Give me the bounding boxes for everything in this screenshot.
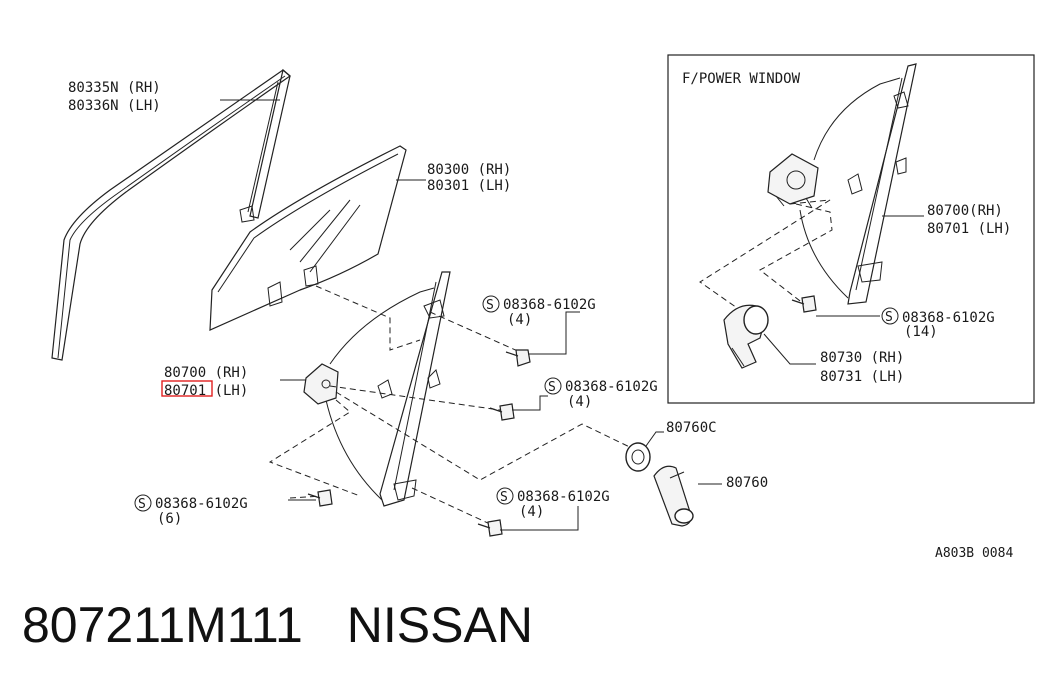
- screw-symbol-c: S: [134, 494, 152, 512]
- svg-text:S: S: [885, 310, 893, 325]
- bolt-c: [288, 489, 333, 507]
- escutcheon-label: 80760C: [666, 420, 717, 436]
- door-sash-drawing: [51, 68, 291, 361]
- bolt-b-label: 08368-6102G: [565, 379, 658, 395]
- inset-regulator-lh-label: 80701 (LH): [927, 221, 1011, 237]
- window-regulator-drawing: [280, 271, 451, 507]
- handle-label: 80760: [726, 475, 768, 491]
- bolt-a-qty: (4): [507, 312, 532, 328]
- bolt-d-label: 08368-6102G: [517, 489, 610, 505]
- motor-lh-label: 80731 (LH): [820, 369, 904, 385]
- power-regulator-drawing: [767, 63, 924, 305]
- sash-rh-label: 80335N (RH): [68, 80, 161, 96]
- sash-lh-label: 80336N (LH): [68, 98, 161, 114]
- bolt-c-qty: (6): [157, 511, 182, 527]
- bolt-d-qty: (4): [519, 504, 544, 520]
- inset-title: F/POWER WINDOW: [682, 71, 801, 87]
- bolt-d: [477, 506, 579, 537]
- inset-guide-lines: [699, 199, 833, 311]
- glass-rh-label: 80300 (RH): [427, 162, 511, 178]
- escutcheon-drawing: [625, 431, 664, 472]
- reference-code: A803B 0084: [935, 546, 1013, 561]
- bolt-a-label: 08368-6102G: [503, 297, 596, 313]
- inset-bolt-label: 08368-6102G: [902, 310, 995, 326]
- inset-regulator-rh-label: 80700(RH): [927, 203, 1003, 219]
- door-glass-drawing: [209, 145, 426, 331]
- regulator-rh-label: 80700 (RH): [164, 365, 248, 381]
- screw-symbol-b: S: [544, 377, 562, 395]
- svg-text:S: S: [500, 490, 508, 505]
- part-number: 807211M111: [22, 597, 303, 653]
- bolt-c-label: 08368-6102G: [155, 496, 248, 512]
- window-handle-drawing: [653, 465, 722, 527]
- glass-lh-label: 80301 (LH): [427, 178, 511, 194]
- motor-rh-label: 80730 (RH): [820, 350, 904, 366]
- screw-symbol-d: S: [496, 487, 514, 505]
- screw-symbol-a: S: [482, 295, 500, 313]
- bolt-b-qty: (4): [567, 394, 592, 410]
- inset-bolt-qty: (14): [904, 324, 938, 340]
- svg-text:S: S: [548, 380, 556, 395]
- regulator-lh-label: 80701 (LH): [164, 383, 248, 399]
- assembly-guide-lines: [268, 285, 641, 525]
- inset-bolt: S: [791, 295, 899, 325]
- caption: 807211M111 NISSAN: [22, 596, 577, 654]
- brand-name: NISSAN: [346, 597, 533, 653]
- motor-drawing: [723, 304, 816, 369]
- bolt-a: [505, 311, 580, 367]
- bolt-b: [489, 395, 548, 421]
- power-window-inset-frame: [667, 54, 1035, 404]
- highlight-box: [161, 380, 213, 397]
- svg-text:S: S: [486, 298, 494, 313]
- svg-text:S: S: [138, 497, 146, 512]
